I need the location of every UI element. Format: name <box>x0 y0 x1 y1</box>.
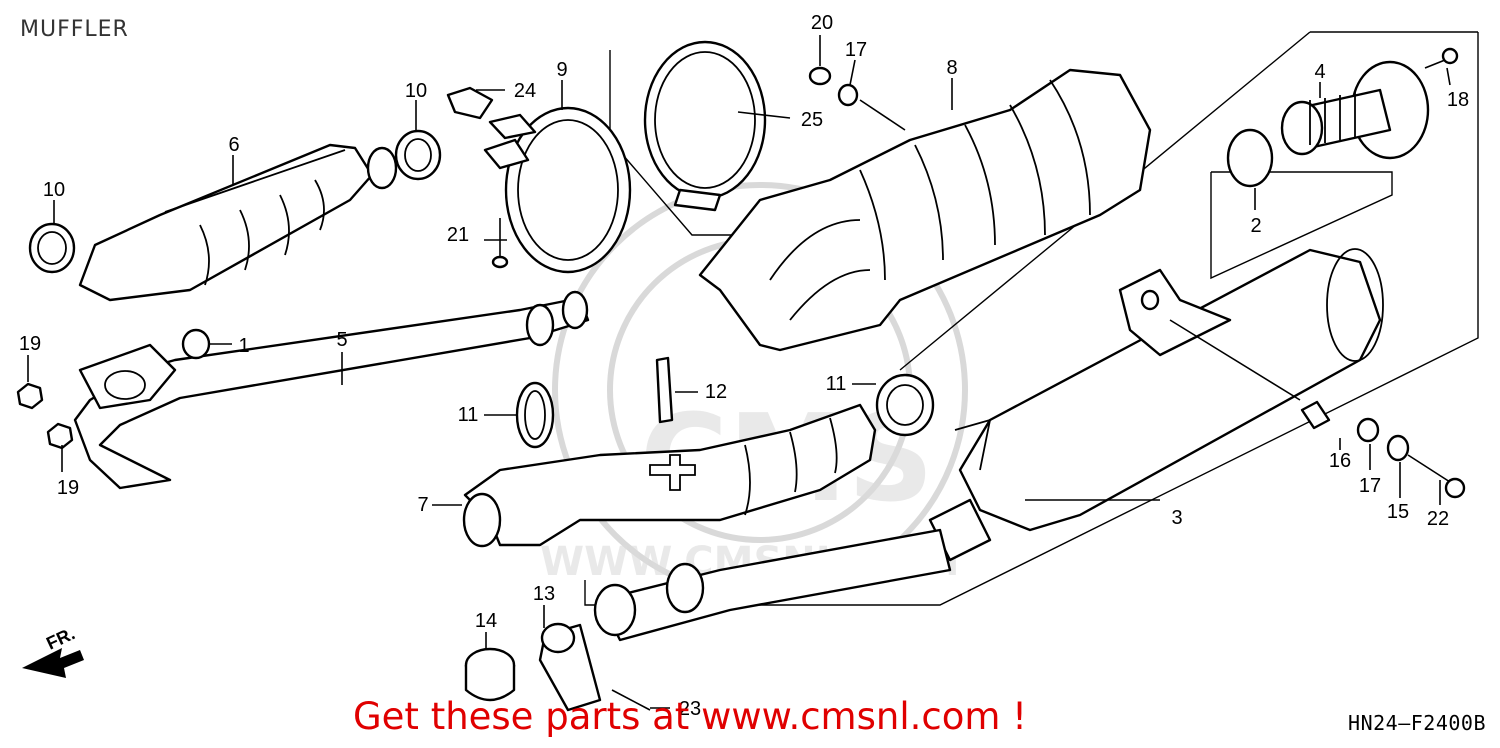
nut-19-b <box>46 422 74 450</box>
nut-17-top <box>837 83 859 107</box>
callout-4: 4 <box>1314 61 1325 83</box>
leader-lines <box>27 35 1451 709</box>
clip-nut <box>446 86 494 120</box>
callout-25: 25 <box>801 109 823 131</box>
lower-pipe-protector <box>462 403 877 548</box>
callout-11-right: 11 <box>826 373 847 395</box>
bolt-18 <box>1424 47 1459 69</box>
callout-23: 22 <box>1427 508 1449 530</box>
callout-2: 2 <box>1250 215 1261 237</box>
callout-22: 23 <box>679 698 701 720</box>
callout-7: 7 <box>417 494 428 516</box>
clamp-left <box>28 222 76 274</box>
callout-15: 15 <box>1387 501 1409 523</box>
washer-15 <box>1386 434 1410 462</box>
callout-17-side: 17 <box>1359 475 1381 497</box>
callout-21: 21 <box>447 224 469 246</box>
callout-labels: 6 10 10 24 9 20 17 8 25 4 18 2 1 5 19 19… <box>19 12 1469 720</box>
callout-8: 8 <box>946 57 957 79</box>
callout-20: 20 <box>811 12 833 34</box>
washer-20 <box>808 66 832 86</box>
callout-18: 18 <box>1447 89 1469 111</box>
promo-banner[interactable]: Get these parts at www.cmsnl.com ! <box>0 695 1500 738</box>
callout-1: 1 <box>238 335 249 357</box>
muffler <box>593 248 1384 642</box>
tail-pipe <box>1280 60 1430 160</box>
nut-17-side <box>1356 417 1380 443</box>
callout-13: 13 <box>533 583 555 605</box>
callout-11-left: 11 <box>458 404 479 426</box>
rubber-14 <box>464 647 516 702</box>
exhaust-pipe-protector <box>78 143 398 302</box>
front-arrow-icon: FR. <box>22 623 84 678</box>
gasket-2 <box>1226 128 1274 188</box>
callout-19-top: 19 <box>19 333 41 355</box>
band-25 <box>643 40 767 212</box>
screw-22 <box>611 689 651 711</box>
callout-17-top: 17 <box>845 39 867 61</box>
strap-12 <box>655 356 674 424</box>
bolt-23 <box>1407 454 1466 499</box>
diagram-code: HN24—F2400B <box>1348 711 1486 735</box>
clamp-11-right <box>875 373 935 437</box>
callout-14: 14 <box>475 610 497 632</box>
exhaust-pipe <box>73 290 590 490</box>
front-label: FR. <box>43 623 78 653</box>
callout-16: 16 <box>1329 450 1351 472</box>
clamp-top <box>394 129 442 181</box>
clamp-11-left <box>515 381 555 449</box>
collar-16 <box>1300 400 1331 430</box>
diagram-title: MUFFLER <box>20 17 129 42</box>
callout-19-bottom: 19 <box>57 477 79 499</box>
gasket-1 <box>181 328 211 360</box>
callout-9: 9 <box>556 59 567 81</box>
callout-12: 12 <box>705 381 727 403</box>
callout-10-left: 10 <box>43 179 65 201</box>
promo-text[interactable]: Get these parts at www.cmsnl.com ! <box>352 695 1027 738</box>
nut-19-a <box>16 382 44 410</box>
callout-3: 3 <box>1171 507 1182 529</box>
callout-10-top: 10 <box>405 80 427 102</box>
muffler-protector <box>698 68 1152 352</box>
muffler-band <box>483 106 632 274</box>
callout-24: 24 <box>514 80 536 102</box>
holder-13 <box>538 622 602 712</box>
callout-5: 5 <box>336 329 347 351</box>
bolt-21 <box>491 218 509 269</box>
callout-6: 6 <box>228 134 239 156</box>
